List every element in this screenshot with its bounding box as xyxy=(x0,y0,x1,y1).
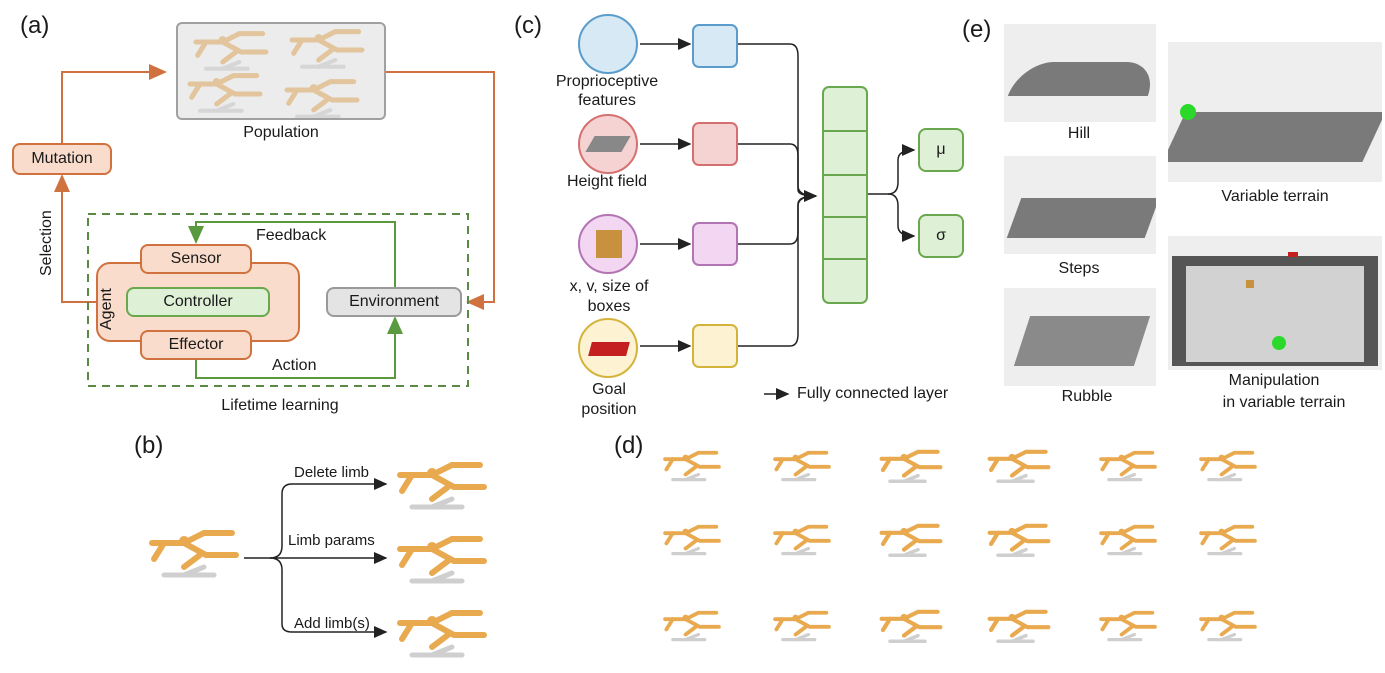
action-label: Action xyxy=(272,357,317,374)
proprio-label-2: features xyxy=(578,92,636,109)
legend-label: Fully connected layer xyxy=(797,385,949,402)
manipulation-label-2: in variable terrain xyxy=(1222,394,1346,411)
variable-terrain-image xyxy=(1168,42,1382,182)
height-field-icon xyxy=(578,114,638,174)
lifetime-learning-label: Lifetime learning xyxy=(221,397,339,414)
add-limbs-label: Add limb(s) xyxy=(294,615,370,632)
panel-d-label: (d) xyxy=(614,432,644,459)
effector-box: Effector xyxy=(140,330,252,360)
steps-label: Steps xyxy=(1058,260,1100,277)
arrow-feedback xyxy=(188,221,396,290)
shared-mlp xyxy=(822,86,868,304)
rubble-image xyxy=(1004,288,1156,386)
selection-label: Selection xyxy=(38,210,55,276)
boxes-encoder xyxy=(692,222,738,266)
rubble-label: Rubble xyxy=(1061,388,1113,405)
feedback-label: Feedback xyxy=(256,227,327,244)
arrow-selection xyxy=(54,174,96,303)
hill-label: Hill xyxy=(1067,125,1091,142)
panel-e-label: (e) xyxy=(962,16,992,43)
goal-encoder xyxy=(692,324,738,368)
proprio-encoder xyxy=(692,24,738,68)
panel-a-label: (a) xyxy=(20,12,50,39)
limb-params-label: Limb params xyxy=(288,532,375,549)
mutation-box: Mutation xyxy=(12,143,112,175)
agent-label: Agent xyxy=(98,288,115,330)
manipulation-image xyxy=(1168,236,1382,370)
proprio-icon xyxy=(578,14,638,74)
variable-terrain-label: Variable terrain xyxy=(1221,188,1329,205)
panel-b-label: (b) xyxy=(134,432,164,459)
environment-box: Environment xyxy=(326,287,462,317)
hill-image xyxy=(1004,24,1156,122)
mu-output: μ xyxy=(918,128,964,172)
proprio-label-1: Proprioceptive xyxy=(555,73,659,90)
sensor-box: Sensor xyxy=(140,244,252,274)
boxes-label-1: x, v, size of xyxy=(569,278,649,295)
delete-limb-label: Delete limb xyxy=(294,464,370,481)
arrow-population-to-environment xyxy=(386,71,495,310)
goal-label-1: Goal xyxy=(592,381,626,398)
goal-label-2: position xyxy=(581,401,637,418)
box-icon xyxy=(578,214,638,274)
population-box xyxy=(176,22,386,120)
boxes-label-2: boxes xyxy=(587,298,631,315)
manipulation-label-1: Manipulation xyxy=(1228,372,1320,389)
arrow-action xyxy=(195,316,403,379)
arrow-mutation-to-population xyxy=(61,64,167,143)
height-field-label: Height field xyxy=(566,173,648,190)
steps-image xyxy=(1004,156,1156,254)
height-field-encoder xyxy=(692,122,738,166)
morphology-grid xyxy=(665,452,1255,641)
lifetime-learning-frame xyxy=(87,213,469,387)
goal-icon xyxy=(578,318,638,378)
controller-box: Controller xyxy=(126,287,270,317)
population-label: Population xyxy=(243,124,319,141)
panel-c-label: (c) xyxy=(514,12,542,39)
sigma-output: σ xyxy=(918,214,964,258)
